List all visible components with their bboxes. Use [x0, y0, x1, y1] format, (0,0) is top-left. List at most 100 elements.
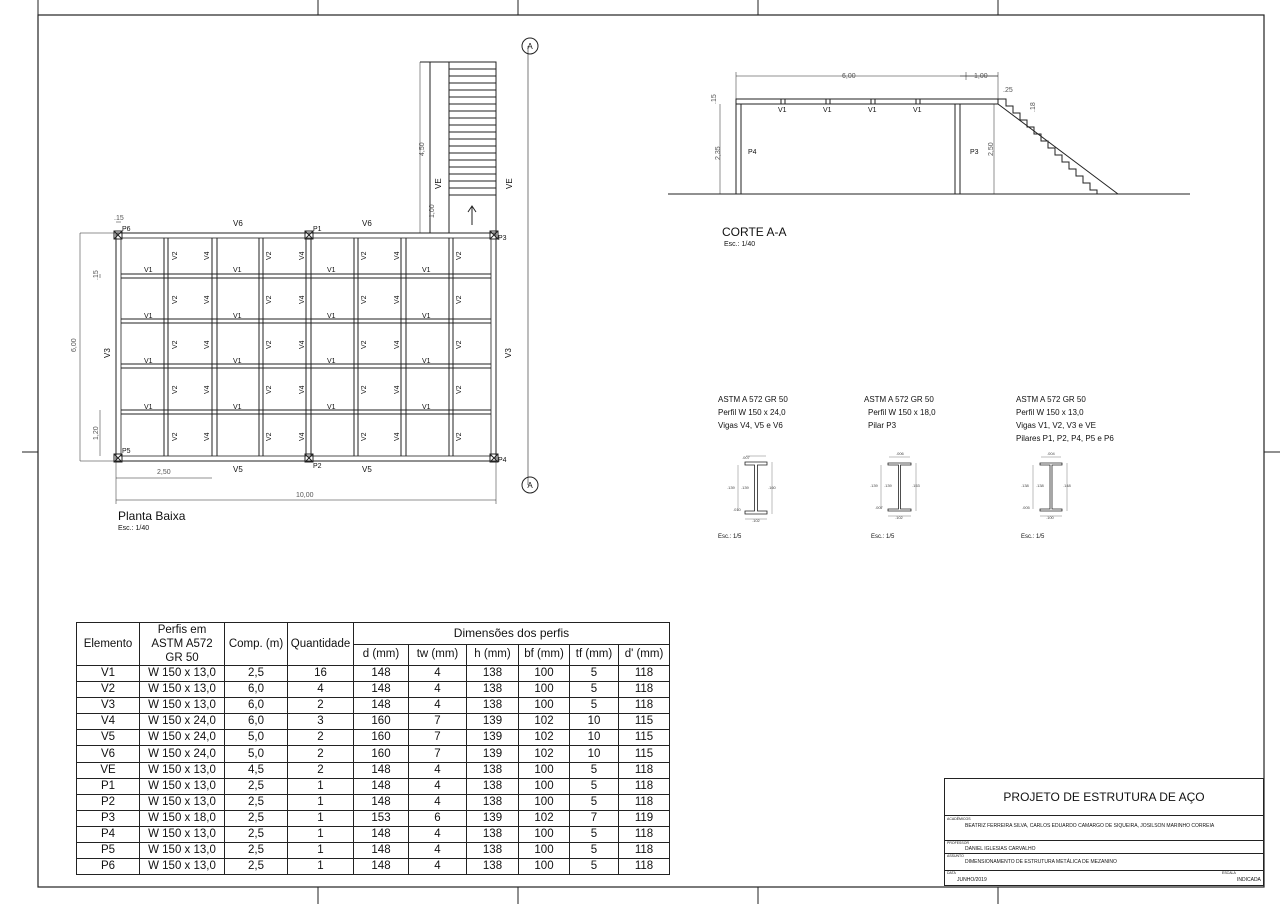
cell-h: 139: [466, 745, 519, 763]
dim-tf: .007: [875, 505, 884, 510]
cell-elemento: P1: [76, 777, 140, 795]
cell-bf: 100: [518, 858, 570, 876]
cell-tw: 4: [408, 664, 467, 683]
beam-label-v4: V4: [299, 385, 306, 394]
cell-quantidade: 1: [287, 809, 354, 827]
section-marker-top: A: [527, 42, 533, 51]
beam-label-v4: V4: [299, 432, 306, 441]
cell-tf: 5: [569, 777, 619, 795]
profile-2: ASTM A 572 GR 50 Perfil W 150 x 18,0 Pil…: [864, 395, 936, 540]
cell-bf: 102: [518, 713, 570, 731]
profile-scale: Esc.: 1/5: [1021, 534, 1045, 540]
cell-tf: 5: [569, 842, 619, 860]
beam-label-v2: V2: [172, 385, 179, 394]
plan-title: Planta Baixa: [118, 509, 186, 523]
cell-comp: 2,5: [224, 777, 288, 795]
beam-label-v2: V2: [172, 295, 179, 304]
plan-scale: Esc.: 1/40: [118, 525, 149, 532]
cell-quantidade: 4: [287, 681, 354, 699]
cell-tf: 5: [569, 681, 619, 699]
cell-bf: 100: [518, 761, 570, 779]
section-marker-bottom: A: [527, 481, 533, 490]
dim-h-web: .139: [884, 483, 893, 488]
cell-tf: 10: [569, 745, 619, 763]
dim-h: .138: [1021, 483, 1030, 488]
cell-d: 160: [353, 745, 409, 763]
cell-dprime: 115: [618, 729, 670, 747]
beam-label-v2: V2: [361, 340, 368, 349]
sec-beam-v1: V1: [778, 107, 787, 114]
cell-elemento: V6: [76, 745, 140, 763]
date-value: JUNHO/2019: [957, 877, 987, 883]
cell-perfil: W 150 x 13,0: [139, 825, 225, 844]
dim-bf: .102: [895, 515, 904, 520]
cell-d: 160: [353, 729, 409, 747]
dim-015b: .15: [93, 270, 100, 280]
dim-250: 2,50: [157, 469, 171, 476]
cell-comp: 4,5: [224, 761, 288, 779]
cell-bf: 100: [518, 825, 570, 844]
cell-d: 148: [353, 858, 409, 876]
dim-tw: .004: [1047, 451, 1056, 456]
beam-label-v4: V4: [299, 251, 306, 260]
profile-1: ASTM A 572 GR 50 Perfil W 150 x 24,0 Vig…: [718, 395, 788, 540]
cell-quantidade: 3: [287, 713, 354, 731]
cell-quantidade: 1: [287, 793, 354, 811]
dim-015: .15: [114, 215, 124, 222]
dim-tf: .010: [733, 507, 742, 512]
sec-beam-v1: V1: [913, 107, 922, 114]
beam-label-v2: V2: [172, 340, 179, 349]
section-view: [668, 72, 1190, 195]
cell-perfil: W 150 x 13,0: [139, 681, 225, 699]
beam-label-v1: V1: [144, 267, 153, 274]
beam-label-v1: V1: [233, 267, 242, 274]
dim-d: .153: [912, 483, 921, 488]
pillar-label-p3: P3: [498, 235, 507, 242]
beam-label-v2: V2: [456, 340, 463, 349]
cell-tf: 7: [569, 809, 619, 827]
beam-label-v3: V3: [504, 348, 513, 358]
dim-d: .160: [768, 485, 777, 490]
sec-beam-v1: V1: [823, 107, 832, 114]
cell-d: 153: [353, 809, 409, 827]
cell-tw: 4: [408, 697, 467, 715]
cell-d: 148: [353, 681, 409, 699]
dim-d: .148: [1063, 483, 1072, 488]
cell-perfil: W 150 x 13,0: [139, 664, 225, 683]
date-label: DATA: [947, 871, 956, 875]
cell-comp: 5,0: [224, 729, 288, 747]
cell-tw: 4: [408, 777, 467, 795]
cell-tf: 5: [569, 697, 619, 715]
cell-bf: 100: [518, 842, 570, 860]
cell-comp: 2,5: [224, 825, 288, 844]
professor-row: PROFESSOR DANIEL IGLESIAS CARVALHO: [945, 840, 1263, 854]
beam-label-v2: V2: [456, 432, 463, 441]
cell-h: 138: [466, 761, 519, 779]
beam-label-v4: V4: [394, 295, 401, 304]
profile-spec-line: Pilar P3: [868, 421, 897, 430]
cell-bf: 100: [518, 681, 570, 699]
profile-3: ASTM A 572 GR 50 Perfil W 150 x 13,0 Vig…: [1016, 395, 1114, 540]
sec-dim-015: .15: [711, 94, 718, 104]
dim-120: 1,20: [93, 426, 100, 440]
cell-dprime: 115: [618, 745, 670, 763]
profile-spec-line: Vigas V1, V2, V3 e VE: [1016, 421, 1096, 430]
beam-label-v2: V2: [361, 295, 368, 304]
cell-quantidade: 16: [287, 664, 354, 683]
beam-label-ve: VE: [434, 178, 443, 189]
floor-plan: [79, 37, 539, 504]
cell-elemento: V3: [76, 697, 140, 715]
authors-label: ACADÊMICOS: [947, 817, 971, 821]
beam-label-v1: V1: [233, 358, 242, 365]
cell-comp: 2,5: [224, 858, 288, 876]
cell-elemento: V1: [76, 664, 140, 683]
dim-h: .139: [727, 485, 736, 490]
cell-quantidade: 2: [287, 697, 354, 715]
cell-quantidade: 2: [287, 745, 354, 763]
cell-quantidade: 1: [287, 825, 354, 844]
beam-label-v2: V2: [361, 251, 368, 260]
cell-elemento: P3: [76, 809, 140, 827]
cell-tw: 6: [408, 809, 467, 827]
section-title: CORTE A-A: [722, 225, 786, 239]
